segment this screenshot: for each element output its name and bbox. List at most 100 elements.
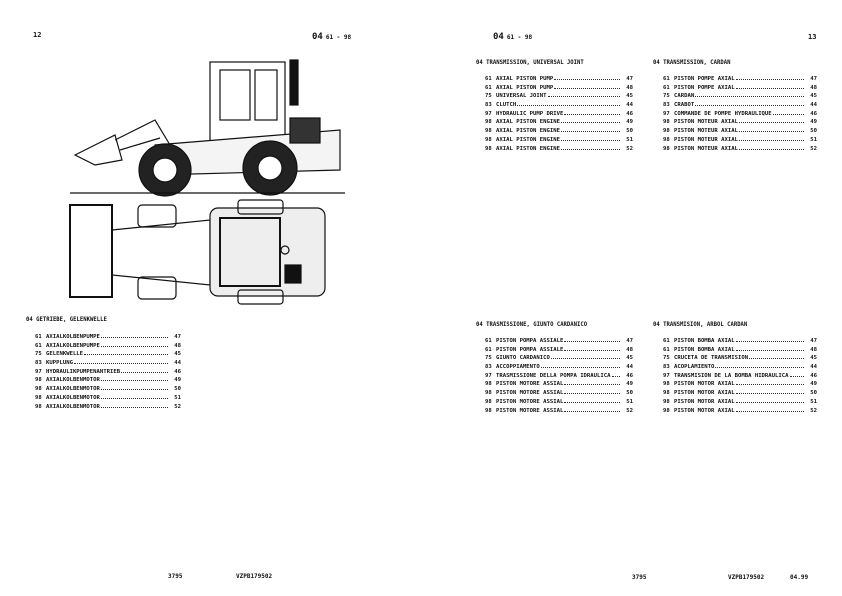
section-code: 04: [312, 32, 323, 42]
item-page: 49: [810, 119, 817, 126]
item-code: 75: [663, 355, 670, 362]
item-label: PISTON MOTOR AXIAL: [674, 381, 735, 388]
list-item: 98 PISTON MOTOR AXIAL 49: [663, 381, 817, 390]
dot-leader: [739, 148, 804, 150]
item-label: PISTON BOMBA AXIAL: [674, 338, 735, 344]
item-page: 46: [810, 110, 817, 117]
item-label: GELENKWELLE: [46, 351, 84, 358]
item-code: 61: [663, 76, 670, 82]
dot-leader: [735, 393, 804, 395]
dot-leader: [739, 139, 804, 141]
item-label: AXIALKOLBENMOTOR: [46, 377, 100, 384]
item-code: 98: [35, 394, 42, 401]
item-label: AXIALKOLBENMOTOR: [46, 403, 100, 410]
item-code: 98: [485, 398, 492, 405]
item-code: 97: [485, 372, 492, 379]
item-code: 75: [485, 355, 492, 362]
item-code: 97: [35, 368, 42, 375]
item-page: 45: [626, 93, 633, 100]
item-label: CRABOT: [674, 102, 695, 109]
item-page: 51: [626, 136, 633, 143]
list-item: 98 AXIALKOLBENMOTOR 52: [35, 404, 181, 413]
item-code: 61: [485, 76, 492, 82]
item-code: 61: [663, 338, 670, 344]
item-page: 45: [810, 355, 817, 362]
dot-leader: [695, 96, 804, 98]
dot-leader: [772, 113, 804, 115]
list-heading-it: 04 TRASMISSIONE, GIUNTO CARDANICO: [476, 321, 588, 329]
left-footer-doc-no: 3795: [168, 573, 183, 580]
item-label: AXIALKOLBENPUMPE: [46, 334, 100, 340]
dot-leader: [100, 397, 168, 399]
item-page: 50: [174, 386, 181, 393]
item-code: 75: [35, 351, 42, 358]
left-list-heading: 04 GETRIEBE, GELENKWELLE: [26, 316, 107, 324]
item-code: 75: [485, 93, 492, 100]
item-label: PISTON MOTEUR AXIAL: [674, 145, 738, 152]
dot-leader: [564, 393, 620, 395]
item-code: 83: [663, 102, 670, 109]
item-page: 48: [626, 84, 633, 91]
item-page: 48: [810, 84, 817, 91]
item-code: 97: [663, 110, 670, 117]
dot-leader: [564, 410, 620, 412]
item-code: 98: [485, 145, 492, 152]
dot-leader: [564, 384, 620, 386]
item-label: AXIAL PISTON ENGINE: [496, 119, 560, 126]
item-label: TRANSMISION DE LA BOMBA HIDRAULICA: [674, 372, 789, 379]
item-page: 48: [174, 342, 181, 349]
item-label: PISTON MOTEUR AXIAL: [674, 128, 738, 135]
item-code: 98: [35, 403, 42, 410]
dot-leader: [540, 367, 620, 369]
dot-leader: [735, 341, 804, 342]
item-page: 50: [810, 128, 817, 135]
dot-leader: [561, 131, 620, 133]
dot-leader: [695, 105, 804, 107]
item-page: 48: [626, 346, 633, 353]
item-page: 49: [810, 381, 817, 388]
item-code: 83: [663, 364, 670, 371]
item-page: 44: [626, 102, 633, 109]
item-label: AXIAL PISTON ENGINE: [496, 128, 560, 135]
right-page-number: 13: [808, 33, 817, 41]
item-page: 45: [810, 93, 817, 100]
item-label: COMMANDE DE POMPE HYDRAULIQUE: [674, 110, 772, 117]
dot-leader: [739, 131, 804, 133]
item-code: 83: [485, 364, 492, 371]
item-page: 46: [174, 368, 181, 375]
item-label: PISTON POMPE AXIAL: [674, 76, 735, 82]
dot-leader: [564, 113, 620, 115]
dot-leader: [735, 87, 804, 89]
item-page: 52: [174, 403, 181, 410]
item-label: AXIAL PISTON ENGINE: [496, 136, 560, 143]
left-page-number: 12: [33, 31, 42, 39]
dot-leader: [564, 341, 620, 342]
item-code: 98: [663, 398, 670, 405]
list-heading-es: 04 TRANSMISION, ARBOL CARDAN: [653, 321, 748, 329]
item-page: 44: [626, 364, 633, 371]
item-code: 98: [663, 381, 670, 388]
item-code: 97: [663, 372, 670, 379]
dot-leader: [100, 380, 168, 382]
item-label: CARDAN: [674, 93, 695, 100]
item-label: PISTON MOTORE ASSIAL: [496, 407, 564, 414]
dot-leader: [735, 384, 804, 386]
section-range: 61 - 98: [506, 34, 533, 41]
section-range: 61 - 98: [325, 34, 352, 41]
dot-leader: [100, 337, 168, 338]
